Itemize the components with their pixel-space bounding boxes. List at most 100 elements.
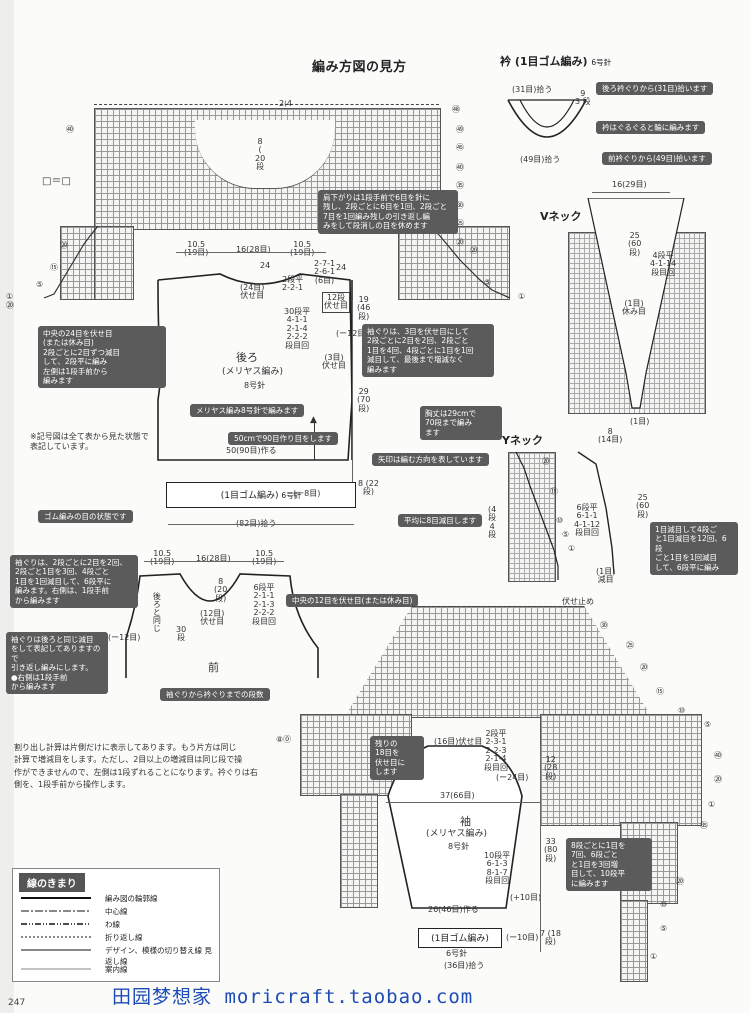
- sleeve-width26: 26(46目)作る: [428, 905, 479, 914]
- back-note-armhole: 袖ぐりは、3目を伏せ目にして 2段ごとに2目を2回、2段ごと 1目を4回、4段ご…: [362, 324, 494, 377]
- front-note-center12: 中央の12目を伏せ目(または休み目): [286, 594, 419, 607]
- yoke-circled-br1: ⑤: [484, 278, 492, 287]
- back-dim-top-right: 10.5(19目): [290, 240, 315, 258]
- sleeve-c10: ⑳: [676, 877, 684, 886]
- front-castoff12: (12目)伏せ目: [200, 609, 225, 627]
- front-dim-top-left: 10.5(19目): [150, 549, 175, 567]
- back-remark: ※記号図は全て表から見た状態で 表記しています。: [30, 432, 149, 452]
- collar-note-back: 後ろ衿ぐりから(31目)拾います: [596, 82, 714, 95]
- front-note-armhole: 袖ぐりは、2段ごとに2目を2回、 2段ごと1目を3回、4段ごと 1目を1回減目し…: [10, 555, 138, 608]
- sleeve-c12: ⑤: [660, 924, 668, 933]
- front-minus12: (ー12目): [108, 633, 141, 642]
- yoke-circled-bl: ⑳: [6, 301, 14, 310]
- sleeve-minus24: (ー24目): [496, 773, 529, 782]
- back-armhole-castoff: (3目)伏せ目: [322, 353, 346, 371]
- yoke-circled-br2: ①: [518, 292, 526, 301]
- back-note-length: 胸丈は29cmで 70段まで編み ます: [420, 406, 502, 441]
- back-note-stockinette: メリヤス編み8号針で編みます: [190, 404, 305, 417]
- back-pickup-line: [168, 524, 354, 525]
- yoke-circled-r2: ㊵: [456, 163, 464, 172]
- yneck-c2: ⑩: [556, 516, 564, 525]
- sleeve-name: 袖: [460, 815, 471, 828]
- back-note-decrease: 平均に8目減目します: [398, 514, 483, 527]
- back-note-arrow: 矢印は編む方向を表しています: [372, 453, 489, 466]
- sleeve-rib-box: (1目ゴム編み): [418, 928, 502, 948]
- yneck-title: Yネック: [502, 434, 543, 447]
- yneck-dim-top: 8(14目): [598, 427, 623, 445]
- yoke-top-line: [94, 104, 439, 105]
- yoke-neck-label-4: 2(4: [279, 99, 292, 108]
- sleeve-c7: ⑳: [714, 775, 722, 784]
- yneck-c1: ⑮: [550, 487, 558, 496]
- yoke-right-step-edge: [430, 226, 511, 299]
- sleeve-width37-line: [386, 802, 540, 803]
- sleeve-c5: ⑤: [704, 720, 712, 729]
- sleeve-needle: 8号針: [448, 842, 470, 851]
- legend-row-4: デザイン、模様の切り替え線 見返し線: [105, 946, 212, 966]
- sleeve-sub: (メリヤス編み): [426, 829, 488, 839]
- legend-row-5: 案内線: [105, 965, 128, 974]
- sleeve-castoff16: (16目)伏せ目: [434, 737, 483, 746]
- legend-lines: [21, 897, 91, 970]
- back-pickup: (82目)拾う: [236, 519, 277, 528]
- sleeve-c13: ①: [650, 952, 658, 961]
- back-rib-box: (1目ゴム編み) 6号針: [166, 482, 356, 508]
- back-note-center: 中央の24目を伏せ目 (または休み目) 2段ごとに2目ずつ減目 して、2段平に編…: [38, 326, 166, 389]
- page-title: 編み方図の見方: [312, 60, 407, 75]
- yneck-bottom: (1目)減目: [596, 567, 616, 585]
- front-dim-line: [144, 561, 284, 562]
- symbol-note: □＝□: [42, 176, 71, 187]
- sleeve-minus10: (ー10目): [506, 933, 539, 942]
- legend-row-2: わ線: [105, 920, 120, 929]
- yoke-circled-r4: ㉚: [456, 201, 464, 210]
- collar-drawing: [507, 99, 587, 138]
- front-note-same: 袖ぐりは後ろと同じ減目 をして表記してありますので 引き返し編みにします。 ●右…: [6, 632, 108, 695]
- sleeve-note-top: 残りの 18目を 伏せ目に します: [370, 736, 424, 780]
- sleeve-chart-top: [344, 606, 652, 718]
- sleeve-c1: ㉕: [626, 641, 634, 650]
- yoke-circled-l2: ⑮: [50, 263, 58, 272]
- front-name: 前: [208, 661, 219, 674]
- sleeve-width37: 37(66目): [440, 791, 475, 800]
- sleeve-note-side: 8段ごとに1目を 7回、6段ごと と1目を3回増 目して、10段平 に編みます: [566, 838, 652, 891]
- sleeve-chart-top-line: [412, 606, 582, 607]
- back-note-castoncm: 50cmで90目作り目をします: [228, 432, 339, 445]
- sleeve-cl: ⑧⓪: [276, 735, 292, 744]
- back-needle: 8号針: [244, 381, 266, 390]
- collar-pick-back: (31目)拾う: [512, 85, 553, 94]
- sleeve-c6: ㊵: [714, 751, 722, 760]
- yneck-grid: [508, 452, 556, 582]
- sleeve-h-line: [540, 746, 541, 952]
- watermark-footer: 田园梦想家 moricraft.taobao.com: [112, 986, 474, 1008]
- back-neck-side-l: 24: [260, 261, 271, 270]
- calc-paragraph: 割り出し計算は片側だけに表示してあります。もう片方は同じ 計算で増減目をします。…: [14, 743, 258, 790]
- back-neck-side-r: 24: [336, 263, 347, 272]
- back-width: 50(90目)作る: [226, 446, 277, 455]
- yneck-edge: [515, 451, 559, 580]
- collar-pick-front: (49目)拾う: [520, 155, 561, 164]
- yoke-circled-br0: ⑳: [470, 246, 478, 255]
- yoke-circled-l0: ㊵: [66, 125, 74, 134]
- legend-row-3: 折り返し線: [105, 933, 143, 942]
- back-minus8: (ー8目): [293, 489, 321, 498]
- back-dim-top-left: 10.5(19目): [184, 240, 209, 258]
- back-arrow-head: ▲: [310, 415, 317, 425]
- back-note-shoulder: 肩下がりは1段手前で6目を針に 残し、2段ごとに6目を1回、2段ごと 7目を1回…: [318, 190, 458, 234]
- vneck-title: Vネック: [540, 210, 582, 223]
- yoke-left-step-edge: [43, 226, 99, 299]
- yoke-circled-r5: ㉕: [456, 219, 464, 228]
- sleeve-chart-cuff: [620, 900, 648, 982]
- legend-row-0: 編み図の輪郭線: [105, 894, 158, 903]
- yneck-c3: ⑤: [562, 530, 570, 539]
